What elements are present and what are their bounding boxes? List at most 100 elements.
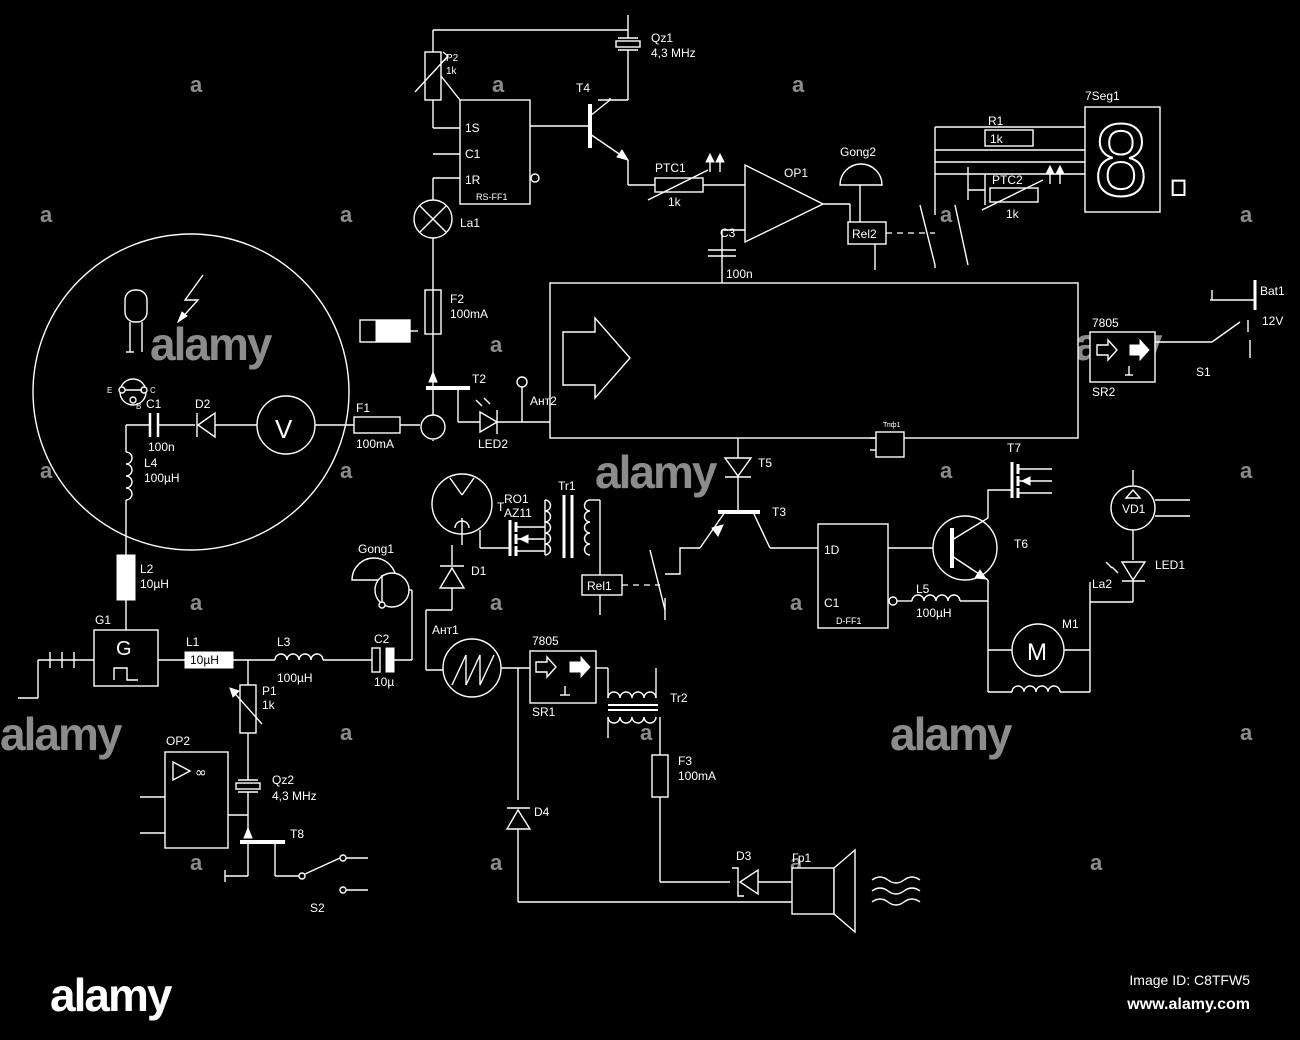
label-sr2: SR2: [1092, 385, 1116, 399]
label-m1: M1: [1062, 617, 1079, 631]
label-pin-c: C: [150, 386, 156, 395]
label-l4: L4: [144, 456, 158, 470]
label-l3-value: 100µH: [277, 671, 313, 685]
watermark-tile: a: [340, 458, 353, 483]
capacitor-c2: [371, 647, 412, 673]
diode-d3: [732, 867, 792, 897]
opamp-op1: [721, 163, 850, 280]
ff1-pin-s: 1S: [465, 121, 480, 135]
label-t5: T5: [758, 456, 772, 470]
label-led2: LED2: [478, 437, 508, 451]
transformer-tr2: [607, 668, 661, 755]
watermark-tile: a: [40, 202, 53, 227]
label-r1: R1: [988, 114, 1004, 128]
antenna-ant2: [516, 376, 528, 422]
label-s1: S1: [1196, 365, 1211, 379]
speaker-gr1: [791, 848, 921, 934]
diode-d4: [505, 807, 792, 903]
label-ant1: Ант1: [432, 623, 459, 637]
watermark-logo: alamy: [150, 318, 273, 370]
label-la1: La1: [460, 216, 480, 230]
label-rel1: Rel1: [587, 579, 612, 593]
transformer-tr1: [544, 495, 601, 575]
footer-image-id: Image ID: C8TFW5: [1129, 972, 1250, 988]
ff1-label: RS-FF1: [476, 192, 508, 202]
flipflop-rs-ff1: [432, 99, 588, 205]
watermark-tile: a: [940, 202, 953, 227]
resistor-r1: [984, 129, 1034, 147]
motor-symbol: M: [1027, 639, 1047, 666]
label-reg2: 7805: [1092, 316, 1119, 330]
generator-g1: [18, 629, 185, 699]
tube-ro1: [431, 473, 510, 549]
label-g1: G1: [95, 613, 111, 627]
crystal-qz2: [235, 779, 261, 830]
transistor-t4: [588, 98, 655, 186]
footer-url: www.alamy.com: [1127, 996, 1250, 1013]
segment-digit: 8.: [1092, 106, 1208, 218]
watermark-tile: a: [490, 850, 503, 875]
label-tr1: Tr1: [558, 479, 576, 493]
label-ptc2: PTC2: [992, 173, 1023, 187]
label-pin-b: B: [136, 402, 141, 411]
label-led1: LED1: [1155, 558, 1185, 572]
label-d1: D1: [471, 564, 487, 578]
label-rel2: Rel2: [852, 227, 877, 241]
label-d4: D4: [534, 805, 550, 819]
label-qz2: Qz2: [272, 773, 294, 787]
label-l3: L3: [277, 635, 291, 649]
inductor-l2: [116, 554, 136, 630]
watermark-tile: a: [792, 72, 805, 97]
ff2-pin-c: C1: [824, 596, 840, 610]
switch-s2: [298, 854, 368, 894]
diode-t5: [723, 438, 753, 510]
label-sr1: SR1: [532, 705, 556, 719]
watermark-logo: alamy: [595, 446, 718, 498]
inductor-l3: [233, 653, 372, 661]
voltmeter-symbol: V: [275, 414, 293, 444]
label-qz1: Qz1: [651, 31, 673, 45]
fuse-f2: [424, 289, 442, 380]
label-qz2-value: 4,3 MHz: [272, 789, 317, 803]
thermistor-ptc1: [647, 152, 745, 201]
relay-rel1: [581, 549, 666, 620]
label-c1: C1: [146, 397, 162, 411]
led-led2: [458, 397, 550, 434]
diode-d1: [425, 545, 466, 671]
label-pin-e: E: [107, 386, 112, 395]
label-tpf1: Тпф1: [883, 422, 901, 429]
label-gr1: Гр1: [792, 851, 811, 865]
label-f3: F3: [678, 754, 692, 768]
watermark-tile: a: [1240, 458, 1253, 483]
fuse-f1: [353, 380, 446, 440]
label-ptc1: PTC1: [655, 161, 686, 175]
label-reg1: 7805: [532, 634, 559, 648]
connecting-wires: [432, 204, 1091, 602]
label-c1-value: 100n: [148, 440, 175, 454]
label-t8: T8: [290, 827, 304, 841]
inductor-l5: [911, 594, 988, 602]
label-c2-value: 10µ: [374, 675, 394, 689]
label-az11: AZ11: [504, 506, 532, 520]
led-led1: [1090, 561, 1147, 603]
label-f3-value: 100mA: [678, 769, 716, 783]
tube-vd1: [1110, 470, 1190, 560]
lamp-la1: [413, 198, 453, 290]
watermark-tile: a: [190, 590, 203, 615]
label-c3-value: 100n: [726, 267, 753, 281]
transistor-t3: [665, 510, 818, 575]
watermark-tile: a: [340, 720, 353, 745]
crystal-qz1: [433, 15, 641, 101]
label-l5: L5: [916, 582, 930, 596]
label-ant2: Ант2: [530, 394, 557, 408]
ff1-pin-c: C1: [465, 147, 481, 161]
sensor-enclosure: [32, 233, 350, 551]
watermark-tile: a: [190, 72, 203, 97]
label-f2: F2: [450, 292, 464, 306]
label-r1-value: 1k: [990, 132, 1004, 146]
watermark-tile: a: [490, 332, 503, 357]
inductor-l4: [125, 425, 133, 555]
potentiometer-p2: [414, 30, 461, 129]
footer-logo: alamy: [50, 969, 172, 1021]
